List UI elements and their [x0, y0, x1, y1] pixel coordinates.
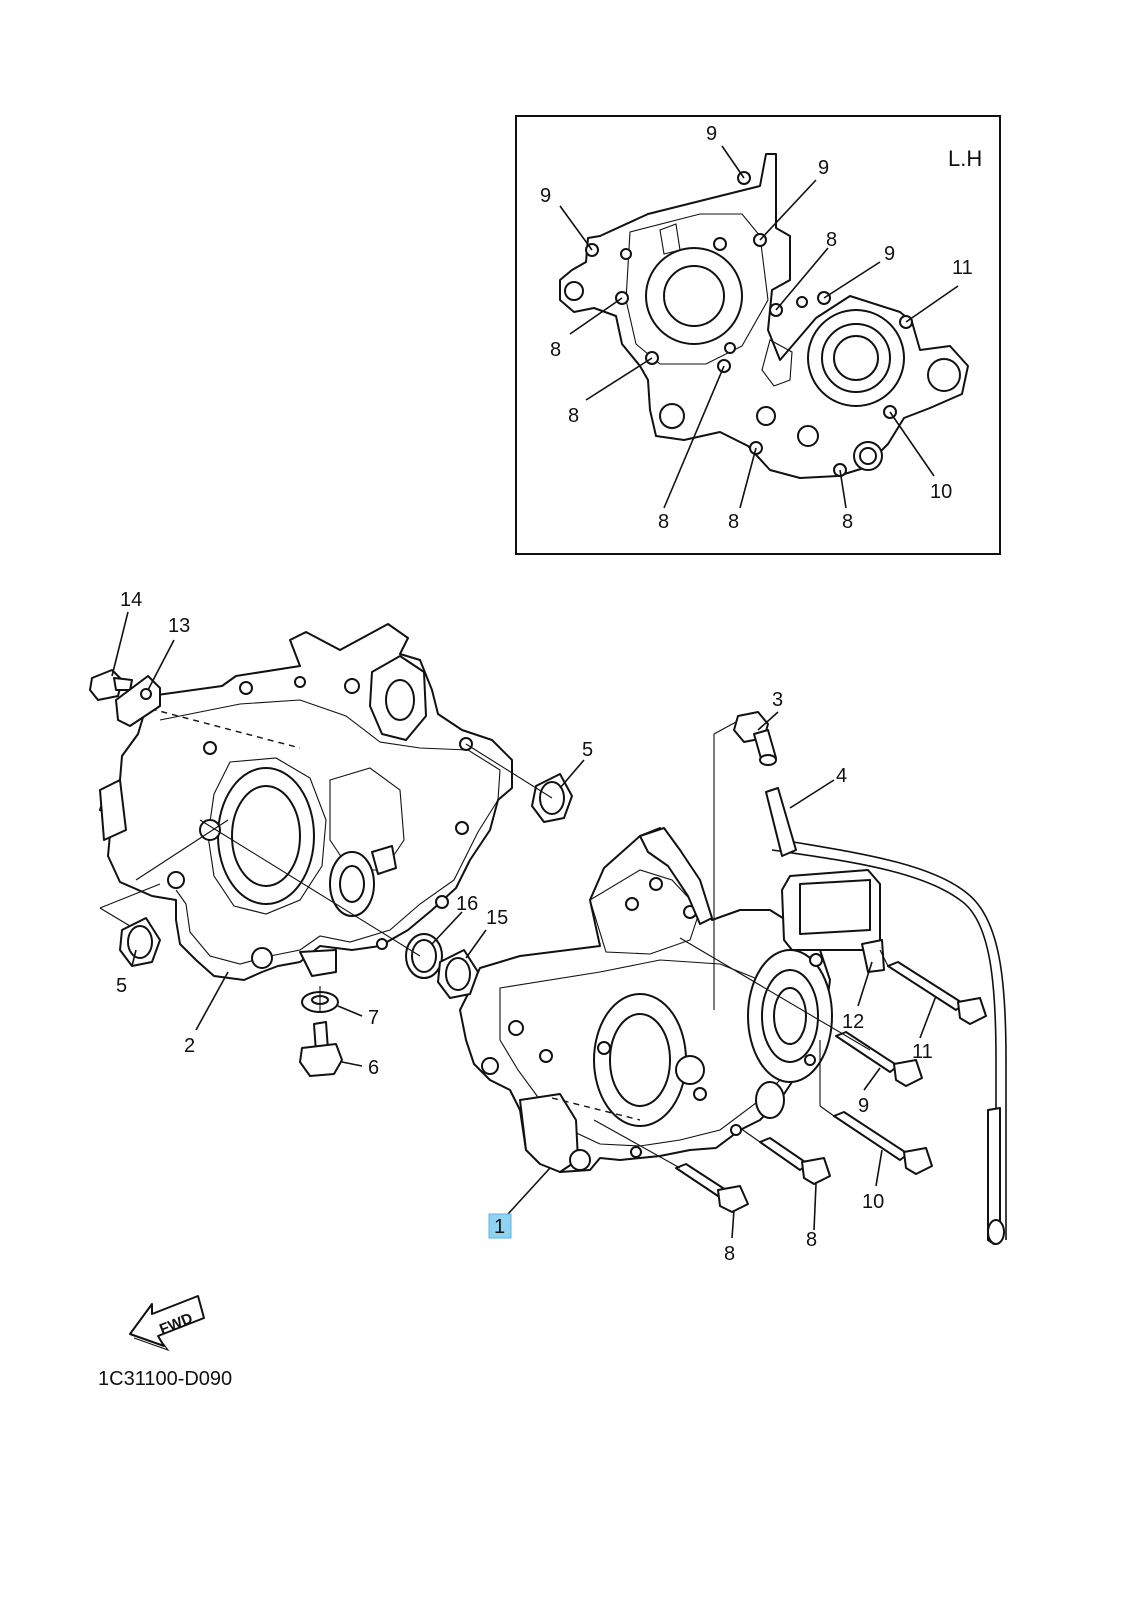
crankcase-left-drawing — [459, 827, 833, 1173]
callout-4[interactable]: 4 — [836, 765, 847, 787]
callout-8[interactable]: 8 — [806, 1229, 817, 1251]
inset-leaders — [559, 145, 959, 509]
callout-11[interactable]: 11 — [912, 1041, 933, 1063]
callout-5[interactable]: 5 — [582, 739, 593, 761]
long-bolt-drawings — [675, 961, 987, 1213]
callout-10[interactable]: 10 — [930, 481, 952, 503]
callout-8[interactable]: 8 — [728, 511, 739, 533]
callout-8[interactable]: 8 — [842, 511, 853, 533]
callout-14[interactable]: 14 — [120, 589, 142, 611]
callout-3[interactable]: 3 — [772, 689, 783, 711]
diagram-code: 1C31100-D090 — [98, 1368, 232, 1390]
selected-part-highlight — [488, 1213, 512, 1239]
callout-15[interactable]: 15 — [486, 907, 508, 929]
inset-crankcase-drawing — [559, 153, 969, 479]
callout-8[interactable]: 8 — [826, 229, 837, 251]
callout-10[interactable]: 10 — [862, 1191, 884, 1213]
callout-8[interactable]: 8 — [724, 1243, 735, 1265]
callout-11[interactable]: 11 — [952, 257, 973, 279]
callout-7[interactable]: 7 — [368, 1007, 379, 1029]
crankcase-right-drawing — [99, 623, 513, 981]
breather-hose-drawing — [765, 787, 1007, 1245]
callout-9[interactable]: 9 — [884, 243, 895, 265]
fwd-arrow-icon: FWD — [129, 1295, 205, 1352]
callout-16[interactable]: 16 — [456, 893, 478, 915]
callout-1-selected[interactable]: 1 — [494, 1216, 505, 1238]
inset-panel: L.H — [515, 115, 1001, 555]
inset-callouts: 9 9 9 8 9 11 8 8 8 8 8 10 — [540, 123, 973, 533]
callout-8[interactable]: 8 — [658, 511, 669, 533]
callout-8[interactable]: 8 — [550, 339, 561, 361]
callout-9[interactable]: 9 — [818, 157, 829, 179]
callout-9[interactable]: 9 — [858, 1095, 869, 1117]
breather-joint-drawing — [733, 711, 777, 766]
callout-5[interactable]: 5 — [116, 975, 127, 997]
callout-9[interactable]: 9 — [706, 123, 717, 145]
callout-12[interactable]: 12 — [842, 1011, 864, 1033]
callout-8[interactable]: 8 — [568, 405, 579, 427]
callout-2[interactable]: 2 — [184, 1035, 195, 1057]
callout-6[interactable]: 6 — [368, 1057, 379, 1079]
main-leaders — [111, 611, 937, 1239]
inset-label: L.H — [948, 146, 982, 171]
callout-13[interactable]: 13 — [168, 615, 190, 637]
oring-collar-drawings — [405, 933, 479, 999]
alignment-lines — [99, 721, 889, 1169]
callout-9[interactable]: 9 — [540, 185, 551, 207]
main-callouts: 14 13 5 3 4 16 15 5 7 2 6 12 11 9 10 1 8… — [116, 589, 933, 1265]
small-hardware-drawings — [89, 669, 343, 1077]
